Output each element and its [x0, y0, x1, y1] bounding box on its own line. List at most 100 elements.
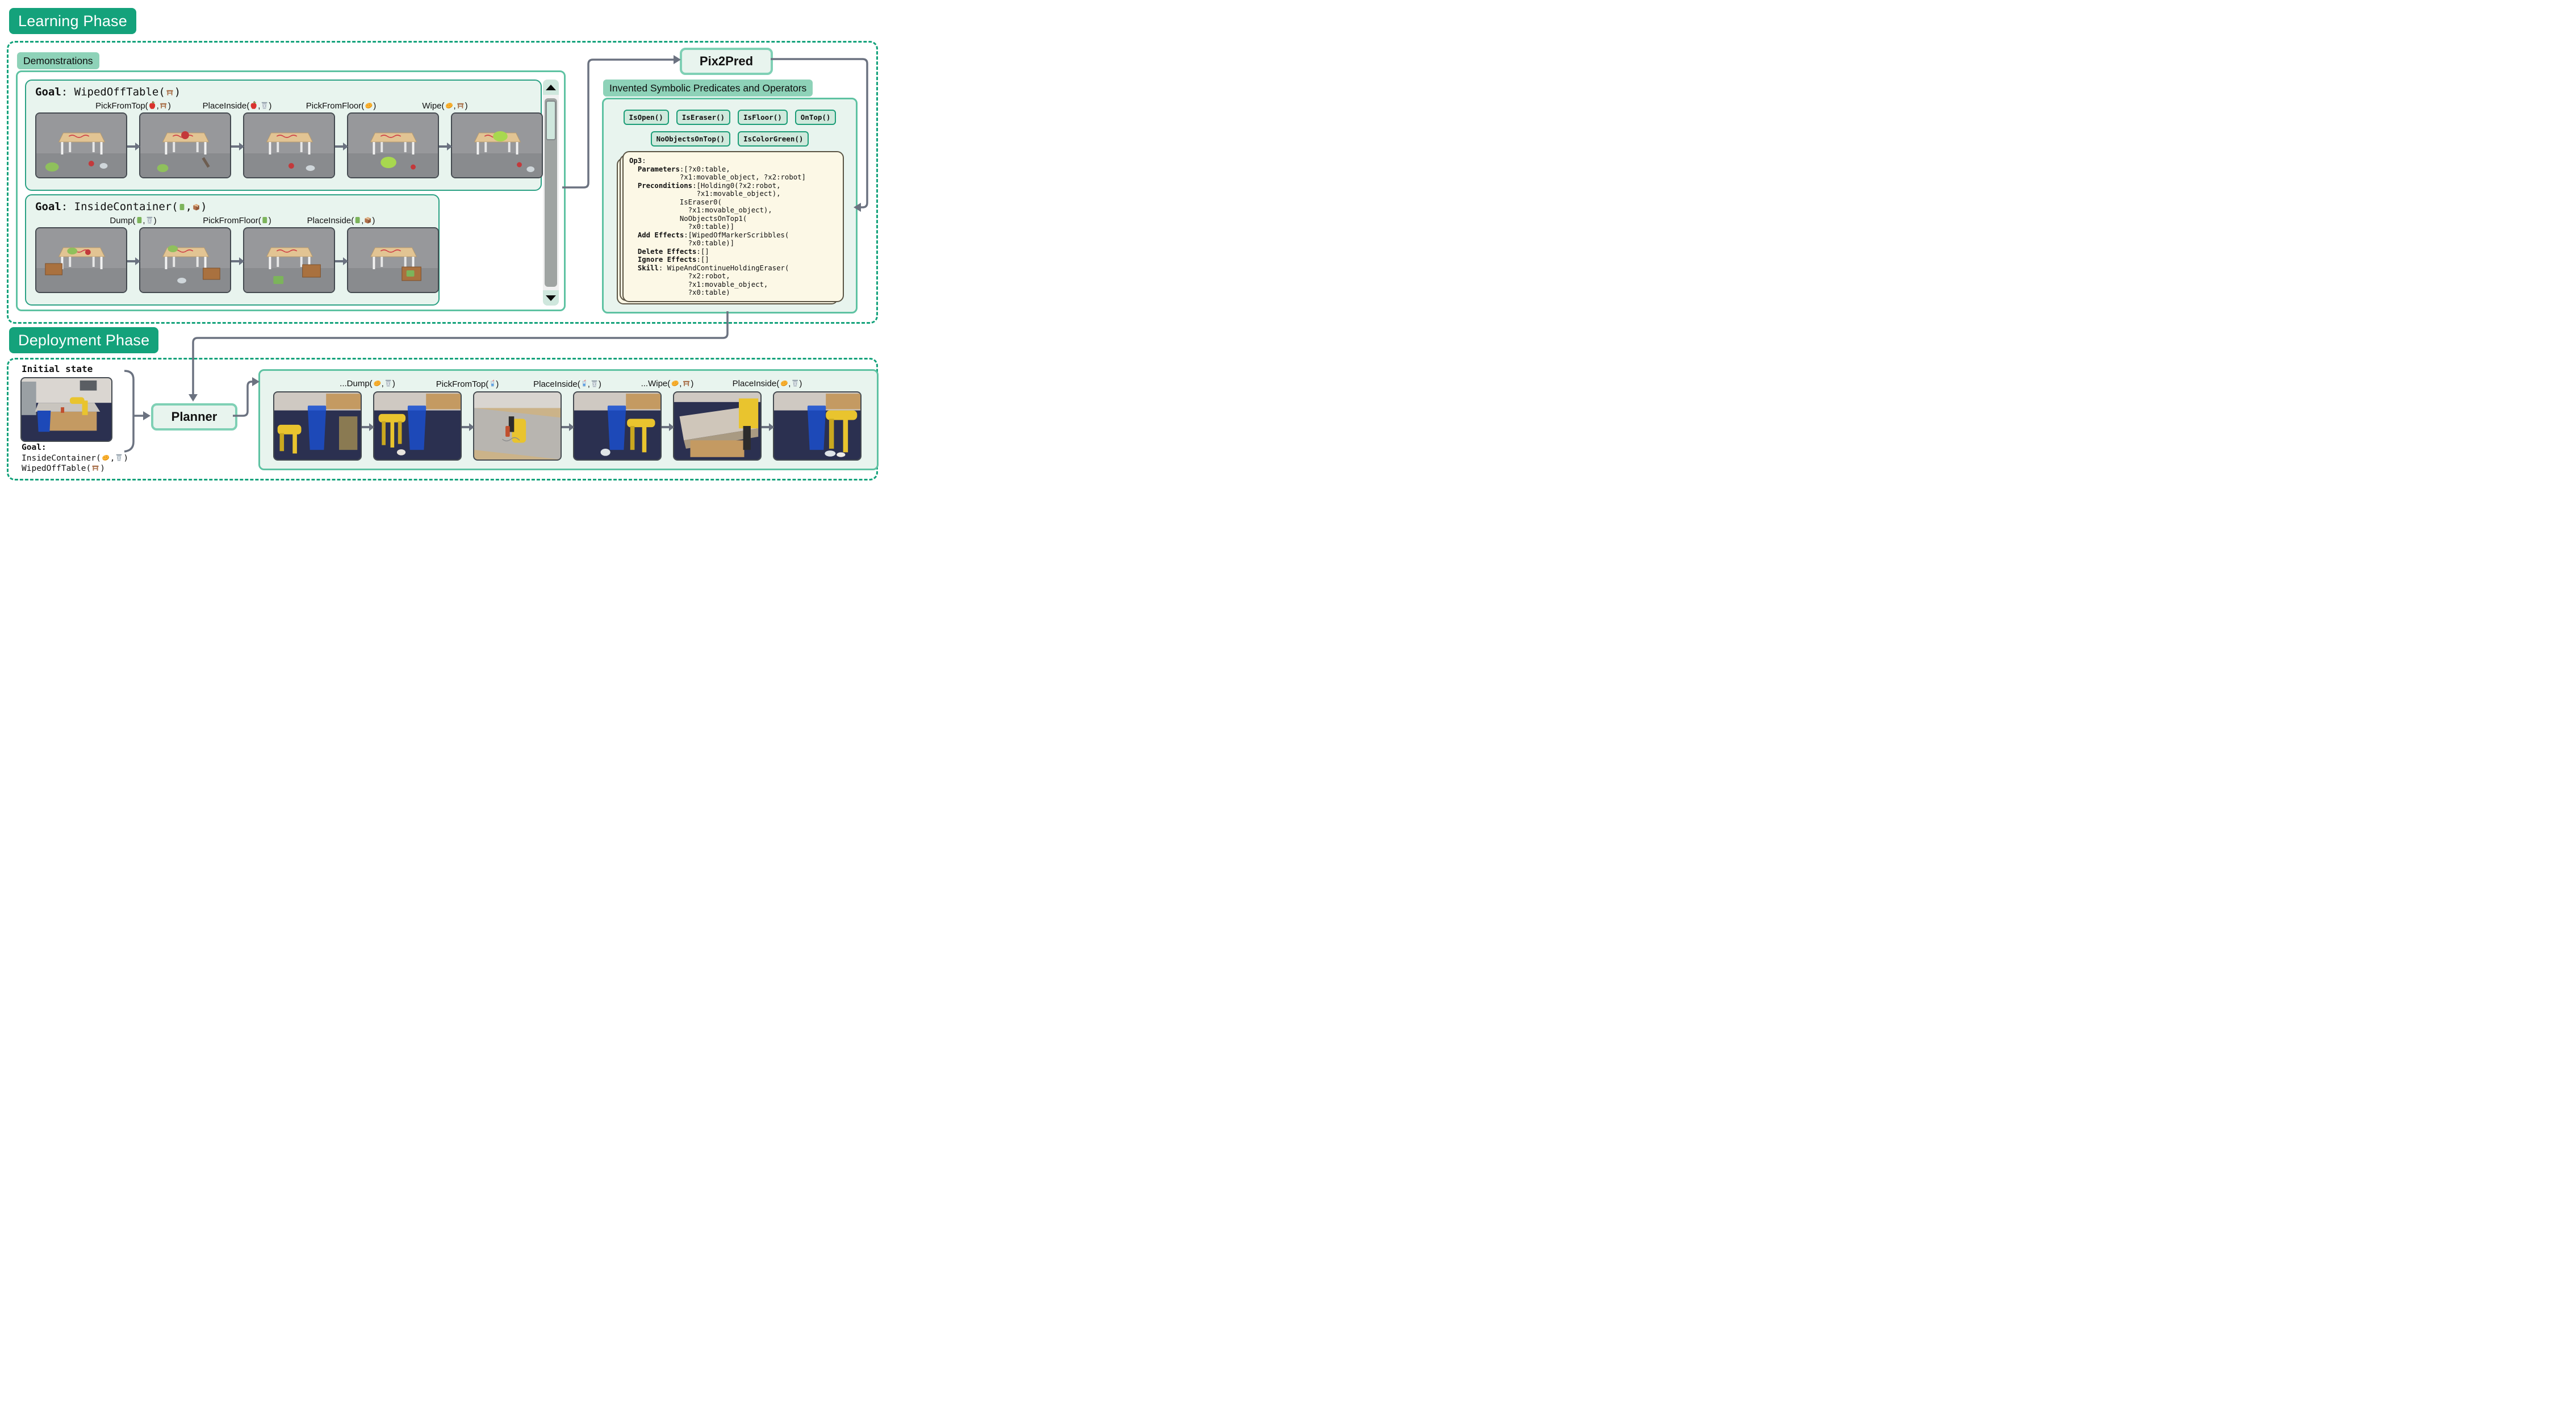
demo-photo [451, 112, 543, 178]
action-label: PickFromTop() [436, 379, 499, 389]
planner-node: Planner [151, 403, 237, 431]
triangle-down-icon [546, 295, 556, 301]
sponge-icon [670, 379, 679, 387]
arrow-right-icon [439, 143, 452, 151]
goal-keyword: Goal [35, 200, 61, 213]
stool-icon [165, 88, 174, 97]
scrollbar-thumb-highlight [546, 101, 556, 140]
goal-keyword: Goal [35, 86, 61, 98]
demo-card-insidecontainer: Goal: InsideContainer(,) Dump(,) PickFro… [25, 194, 440, 306]
demo-photo [243, 227, 335, 293]
predicate-chip: IsEraser() [676, 110, 731, 125]
predicate-chip: NoObjectsOnTop() [650, 131, 731, 147]
scroll-down-button[interactable] [543, 290, 559, 306]
triangle-up-icon [546, 84, 556, 90]
wastebasket-icon [115, 453, 123, 462]
operator-card: Op3: Parameters:[?x0:table, ?x1:movable_… [622, 151, 844, 302]
green-eraser-icon [261, 216, 269, 224]
stool-icon [456, 101, 465, 110]
green-eraser-icon [354, 216, 361, 224]
demonstrations-scrollbar[interactable] [543, 80, 559, 306]
stool-icon [159, 101, 168, 110]
transition: PickFromTop() [436, 379, 499, 461]
demo1-goal: Goal: WipedOffTable() [35, 86, 181, 98]
transition: Wipe(,) [422, 101, 468, 178]
operator-definition: Op3: Parameters:[?x0:table, ?x1:movable_… [629, 157, 806, 296]
transition: PlaceInside(,) [307, 216, 375, 293]
demo1-strip: PickFromTop(,) PlaceInside(,) PickFromFl… [35, 101, 543, 178]
demo-photo [139, 227, 231, 293]
sponge-icon [373, 379, 382, 387]
plan-photo [273, 391, 362, 461]
transition: PlaceInside(,) [203, 101, 271, 178]
apple-icon [148, 101, 157, 110]
goal-text: : InsideContainer(,) [61, 200, 207, 213]
plan-strip: ...Dump(,) PickFromTop() PlaceInside(,) … [273, 379, 862, 461]
predicate-row-2: NoObjectsOnTop() IsColorGreen() [604, 131, 856, 147]
action-label: PickFromFloor() [203, 216, 271, 225]
plan-photo [473, 391, 562, 461]
arrow-right-icon [127, 257, 140, 265]
wastebasket-icon [384, 379, 392, 387]
box-icon [192, 203, 200, 211]
demo-photo [35, 227, 127, 293]
demo-photo [243, 112, 335, 178]
action-label: Dump(,) [110, 216, 157, 225]
transition: ...Dump(,) [340, 379, 395, 461]
apple-icon [249, 101, 258, 110]
initial-state-label: Initial state [22, 363, 93, 374]
demo2-strip: Dump(,) PickFromFloor() PlaceInside(,) [35, 216, 439, 293]
scrollbar-thumb[interactable] [545, 98, 557, 287]
sponge-icon [364, 101, 373, 110]
action-label: PickFromFloor() [306, 101, 377, 111]
transition: PlaceInside(,) [533, 379, 601, 461]
predicate-chip: IsOpen() [623, 110, 669, 125]
sponge-icon [445, 101, 454, 110]
goal-keyword: Goal: [22, 443, 47, 452]
goal-text: : WipedOffTable() [61, 86, 181, 98]
stool-icon [681, 379, 691, 387]
figure-canvas: Learning Phase Demonstrations Goal: Wipe… [0, 0, 890, 485]
arrow-right-icon [231, 257, 244, 265]
transition: Dump(,) [110, 216, 157, 293]
arrow-right-icon [762, 423, 774, 431]
deployment-phase-badge: Deployment Phase [9, 327, 159, 353]
arrow-right-icon [562, 423, 574, 431]
transition: PlaceInside(,) [733, 379, 802, 461]
wastebasket-icon [791, 379, 799, 387]
box-icon [363, 216, 372, 224]
arrow-right-icon [335, 257, 348, 265]
predicate-chip: IsColorGreen() [738, 131, 809, 147]
demonstrations-label: Demonstrations [17, 52, 99, 69]
demo-photo [35, 112, 127, 178]
pix2pred-node: Pix2Pred [680, 48, 773, 75]
action-label: PlaceInside(,) [307, 216, 375, 225]
arrow-right-icon [662, 423, 674, 431]
predicate-row-1: IsOpen() IsEraser() IsFloor() OnTop() [604, 110, 856, 125]
arrow-right-icon [362, 423, 374, 431]
action-label: PlaceInside(,) [533, 379, 601, 389]
scroll-up-button[interactable] [543, 80, 559, 95]
action-label: ...Dump(,) [340, 379, 395, 388]
plan-photo [773, 391, 862, 461]
arrow-right-icon [127, 143, 140, 151]
predicate-chip: IsFloor() [738, 110, 788, 125]
sponge-icon [779, 379, 788, 387]
goal-text: WipedOffTable() [22, 464, 105, 473]
goal-text: InsideContainer(,) [22, 453, 129, 463]
arrow-right-icon [462, 423, 474, 431]
transition: PickFromFloor() [306, 101, 376, 178]
sponge-icon [101, 453, 110, 462]
plan-photo [673, 391, 762, 461]
demo-photo [139, 112, 231, 178]
demo-photo [347, 227, 439, 293]
plan-panel: ...Dump(,) PickFromTop() PlaceInside(,) … [258, 369, 879, 470]
transition: PickFromFloor() [203, 216, 271, 293]
cup-with-straw-icon [580, 379, 588, 388]
plan-photo [573, 391, 662, 461]
action-label: PlaceInside(,) [202, 101, 272, 111]
action-label: PickFromTop(,) [95, 101, 171, 111]
green-eraser-icon [178, 203, 186, 211]
predicate-chip: OnTop() [794, 110, 837, 125]
deployment-goal: Goal: InsideContainer(,) WipedOffTable() [22, 443, 128, 474]
